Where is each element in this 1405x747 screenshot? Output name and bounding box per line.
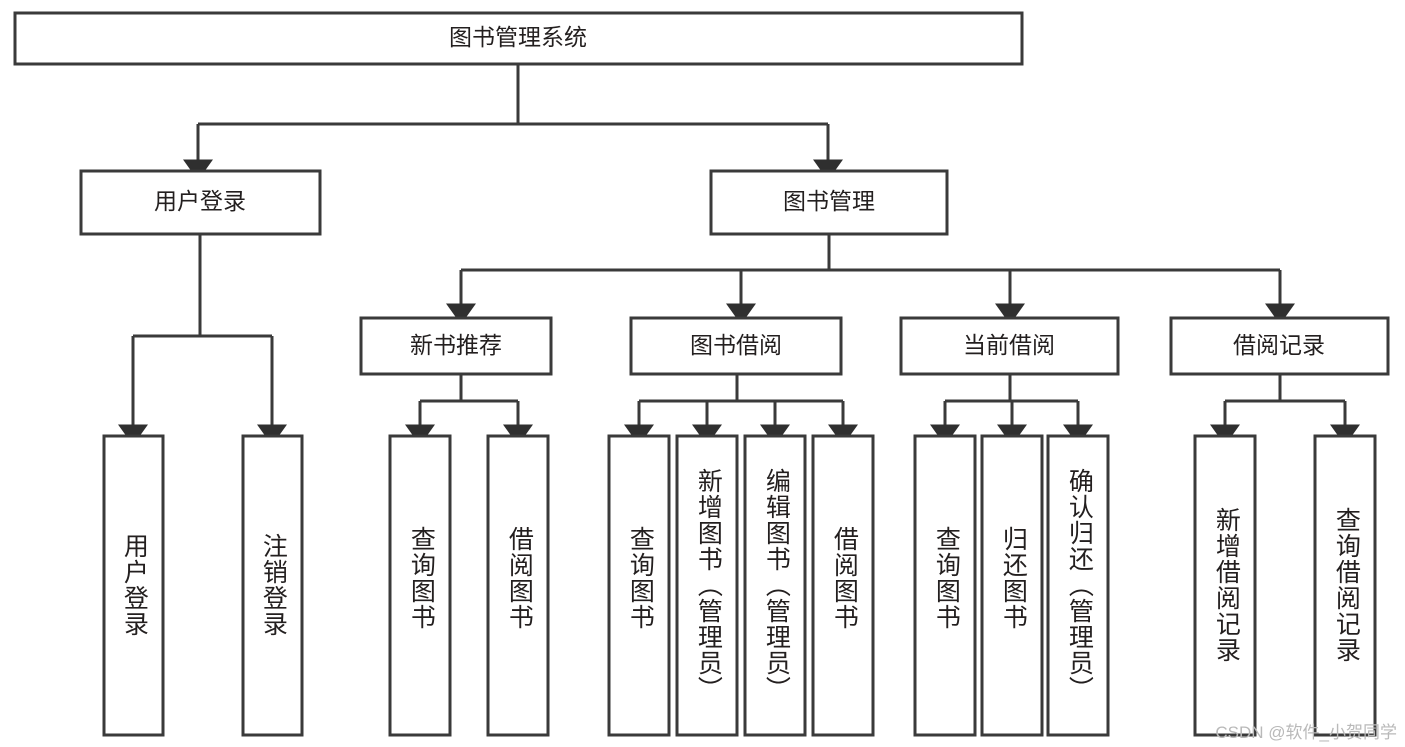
node-new-book-recommend-box[interactable] xyxy=(359,316,553,376)
leaf-new-book-2[interactable]: 借阅图书 xyxy=(486,434,550,737)
leaf-label: 新增借阅记录 xyxy=(1212,507,1241,663)
leaf-box[interactable] xyxy=(1313,434,1377,737)
leaf-label: 查询图书 xyxy=(932,526,961,630)
leaf-label: 确认归还（管理员） xyxy=(1065,468,1094,702)
node-new-book-recommend-label: 新书推荐 xyxy=(410,332,502,358)
node-root-label: 图书管理系统 xyxy=(449,24,587,50)
leaf-box[interactable] xyxy=(1193,434,1257,737)
node-root-box[interactable] xyxy=(13,11,1024,66)
leaf-box[interactable] xyxy=(743,434,807,737)
leaf-user-login-2[interactable]: 注销登录 xyxy=(241,434,304,737)
node-user-login-label: 用户登录 xyxy=(154,188,246,214)
leaf-label: 查询图书 xyxy=(626,526,655,630)
node-current-borrow-box[interactable] xyxy=(899,316,1120,376)
edges-user-login xyxy=(118,234,287,446)
node-book-borrow-box[interactable] xyxy=(629,316,843,376)
leaf-box[interactable] xyxy=(675,434,739,737)
leaf-book-borrow-4[interactable]: 借阅图书 xyxy=(811,434,875,737)
leaf-box[interactable] xyxy=(1046,434,1110,737)
leaf-box[interactable] xyxy=(102,434,165,737)
node-borrow-record-box[interactable] xyxy=(1169,316,1390,376)
node-current-borrow-label: 当前借阅 xyxy=(963,332,1055,358)
node-root[interactable]: 图书管理系统 xyxy=(13,11,1024,66)
leaf-label: 用户登录 xyxy=(120,533,149,637)
node-user-login[interactable]: 用户登录 xyxy=(79,169,322,236)
leaf-box[interactable] xyxy=(811,434,875,737)
leaf-borrow-record-1[interactable]: 新增借阅记录 xyxy=(1193,434,1257,737)
node-borrow-record[interactable]: 借阅记录 xyxy=(1169,316,1390,376)
leaf-label: 新增图书（管理员） xyxy=(694,468,723,702)
node-book-manage[interactable]: 图书管理 xyxy=(709,169,949,236)
leaf-current-borrow-3[interactable]: 确认归还（管理员） xyxy=(1046,434,1110,737)
node-current-borrow[interactable]: 当前借阅 xyxy=(899,316,1120,376)
leaf-box[interactable] xyxy=(607,434,671,737)
edges-new-book-recommend xyxy=(405,374,533,446)
node-book-manage-box[interactable] xyxy=(709,169,949,236)
leaf-box[interactable] xyxy=(980,434,1044,737)
leaf-box[interactable] xyxy=(486,434,550,737)
leaf-box[interactable] xyxy=(388,434,452,737)
leaf-label: 编辑图书（管理员） xyxy=(762,468,791,702)
node-book-borrow-label: 图书借阅 xyxy=(690,332,782,358)
leaf-user-login-1[interactable]: 用户登录 xyxy=(102,434,165,737)
leaf-label: 注销登录 xyxy=(259,533,288,637)
edges-root xyxy=(183,64,843,181)
edges-book-manage xyxy=(446,234,1295,325)
edges-current-borrow xyxy=(930,374,1093,446)
leaf-book-borrow-2[interactable]: 新增图书（管理员） xyxy=(675,434,739,737)
leaf-label: 借阅图书 xyxy=(830,526,859,630)
leaf-label: 查询借阅记录 xyxy=(1332,507,1361,663)
leaf-label: 归还图书 xyxy=(999,526,1028,630)
node-borrow-record-label: 借阅记录 xyxy=(1233,332,1325,358)
leaf-box[interactable] xyxy=(241,434,304,737)
leaf-label: 借阅图书 xyxy=(505,526,534,630)
leaf-label: 查询图书 xyxy=(407,526,436,630)
leaf-new-book-1[interactable]: 查询图书 xyxy=(388,434,452,737)
node-book-manage-label: 图书管理 xyxy=(783,188,875,214)
leaf-box[interactable] xyxy=(913,434,977,737)
edges-book-borrow xyxy=(624,374,858,446)
leaf-borrow-record-2[interactable]: 查询借阅记录 xyxy=(1313,434,1377,737)
leaf-current-borrow-1[interactable]: 查询图书 xyxy=(913,434,977,737)
edges-borrow-record xyxy=(1210,374,1360,446)
node-book-borrow[interactable]: 图书借阅 xyxy=(629,316,843,376)
csdn-watermark: CSDN @软件_小贺同学 xyxy=(1215,723,1397,742)
node-new-book-recommend[interactable]: 新书推荐 xyxy=(359,316,553,376)
leaf-book-borrow-1[interactable]: 查询图书 xyxy=(607,434,671,737)
node-user-login-box[interactable] xyxy=(79,169,322,236)
leaf-book-borrow-3[interactable]: 编辑图书（管理员） xyxy=(743,434,807,737)
leaf-current-borrow-2[interactable]: 归还图书 xyxy=(980,434,1044,737)
